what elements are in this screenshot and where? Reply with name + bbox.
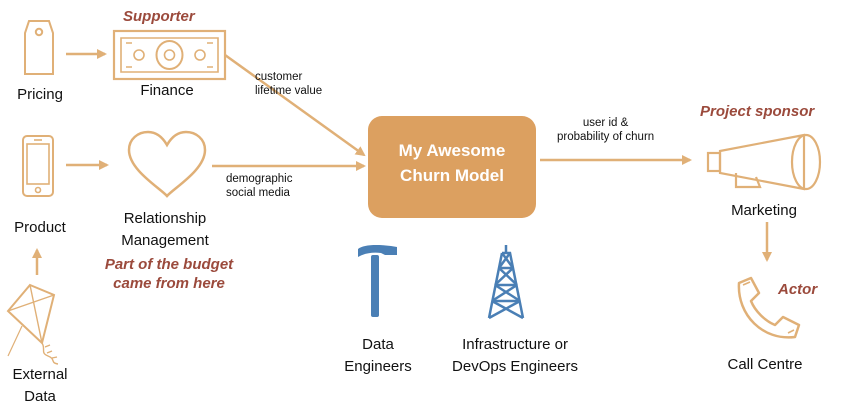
churn-model-label: My Awesome Churn Model: [398, 141, 506, 185]
heart-icon: [127, 130, 207, 198]
arrow-finance-model: [224, 53, 366, 157]
smartphone-icon: [22, 135, 54, 197]
label-external-data: External Data: [12, 366, 68, 405]
label-pricing: Pricing: [17, 86, 63, 103]
edge-label-churn-out: user id & probability of churn: [557, 117, 655, 144]
banknote-icon: [112, 29, 227, 81]
label-product: Product: [14, 219, 66, 236]
label-call-centre: Call Centre: [727, 356, 803, 373]
label-relationship-management: Relationship Management: [121, 210, 209, 249]
label-data-engineers: Data Engineers: [344, 336, 412, 375]
tower-icon: [487, 245, 525, 320]
label-infrastructure-engineers: Infrastructure or DevOps Engineers: [452, 336, 578, 375]
megaphone-icon: [706, 133, 822, 191]
label-finance: Finance: [140, 82, 194, 99]
label-marketing: Marketing: [731, 202, 797, 219]
role-actor: Actor: [778, 281, 818, 298]
phone-icon: [737, 276, 801, 339]
edge-label-demographic: demographic social media: [226, 173, 293, 200]
hammer-icon: [358, 245, 397, 317]
role-supporter: Supporter: [123, 8, 195, 25]
edge-label-customer-ltv: customer lifetime value: [255, 71, 323, 98]
kite-icon: [6, 283, 59, 365]
churn-model-box: [368, 116, 536, 218]
role-budget-note: Part of the budget came from here: [104, 256, 234, 292]
price-tag-icon: [24, 20, 54, 75]
role-project-sponsor: Project sponsor: [700, 103, 815, 120]
